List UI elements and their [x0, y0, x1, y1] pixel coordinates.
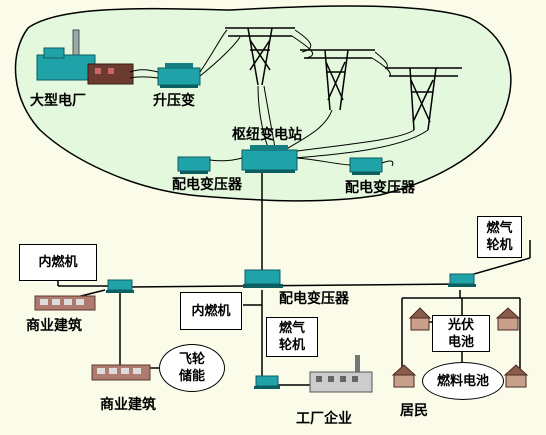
dist-transformer-center-icon — [243, 269, 283, 288]
factory-transformer-icon — [254, 375, 280, 389]
flywheel-line2: 储能 — [178, 369, 205, 384]
house-3-icon — [391, 364, 417, 388]
power-plant-label: 大型电厂 — [30, 93, 86, 109]
step-up-label: 升压变 — [153, 93, 195, 109]
gas-turbine-right-line2: 轮机 — [486, 238, 513, 253]
transmission-tower-1-icon — [225, 27, 295, 86]
transmission-tower-3-icon — [385, 67, 462, 131]
ice-box-top-left: 内燃机 — [19, 244, 97, 281]
commercial-2-label: 商业建筑 — [100, 397, 156, 413]
gas-turbine-right-line1: 燃气 — [486, 221, 513, 236]
power-plant-icon — [36, 29, 134, 85]
commercial-1-label: 商业建筑 — [26, 318, 82, 334]
house-2-icon — [495, 307, 521, 331]
ice-center-text: 内燃机 — [191, 303, 231, 319]
ice-box-center: 内燃机 — [180, 292, 242, 330]
flywheel-line1: 飞轮 — [178, 352, 205, 367]
dist-transformer-center-label: 配电变压器 — [279, 291, 349, 307]
transmission-tower-2-icon — [300, 49, 375, 111]
commercial-building-1-icon — [34, 295, 96, 311]
residents-label: 居民 — [400, 403, 428, 419]
transmission-area — [14, 5, 512, 202]
bus-transformer-left-icon — [106, 279, 134, 293]
bus-transformer-right-icon — [448, 273, 476, 287]
gas-turbine-box-right: 燃气 轮机 — [477, 216, 522, 258]
ice-top-left-text: 内燃机 — [38, 255, 78, 270]
gas-turbine-box-center: 燃气 轮机 — [266, 317, 318, 357]
gas-turbine-center-line2: 轮机 — [278, 338, 305, 353]
dist-transformer-right-label: 配电变压器 — [345, 180, 415, 196]
fuel-cell-text: 燃料电池 — [436, 373, 489, 389]
commercial-building-2-icon — [91, 364, 151, 381]
factory-label: 工厂企业 — [296, 411, 352, 427]
step-up-transformer-icon — [157, 63, 201, 88]
pv-box: 光伏 电池 — [432, 315, 490, 352]
factory-icon — [309, 355, 373, 393]
flywheel-oval: 飞轮 储能 — [159, 344, 225, 392]
house-4-icon — [503, 364, 529, 388]
dist-transformer-right-icon — [349, 157, 383, 175]
hub-substation-icon — [241, 145, 298, 173]
gas-turbine-center-line1: 燃气 — [278, 321, 305, 336]
dist-transformer-left-icon — [177, 156, 211, 174]
fuel-cell-oval: 燃料电池 — [422, 362, 504, 400]
dist-transformer-left-label: 配电变压器 — [172, 177, 242, 193]
pv-line2: 电池 — [447, 334, 474, 350]
hub-substation-label: 枢纽变电站 — [232, 127, 302, 143]
house-1-icon — [408, 307, 432, 331]
pv-line1: 光伏 — [447, 317, 474, 333]
